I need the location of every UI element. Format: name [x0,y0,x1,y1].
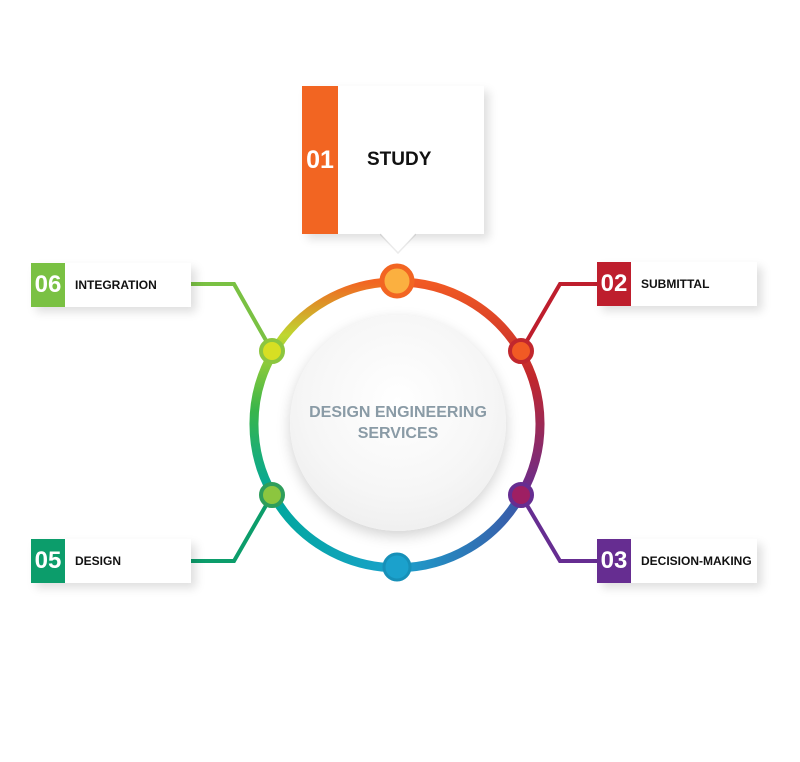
step-label-design: DESIGN [75,554,122,568]
step-card-integration: 06 INTEGRATION [31,263,191,307]
step-card-submittal: 02 SUBMITTAL [597,262,757,306]
connector-decision [519,493,598,563]
step-card-decision-making: 03 DECISION-MAKING [597,539,757,583]
step-number-01: 01 [302,86,338,234]
step-number-05: 05 [31,539,65,583]
step-number-03: 03 [597,539,631,583]
connector-integration [190,282,274,352]
connector-design [190,494,274,563]
step-label-integration: INTEGRATION [75,278,157,292]
step-card-study: 01 STUDY [302,86,484,234]
step-label-decision-making: DECISION-MAKING [641,554,752,568]
step-label-submittal: SUBMITTAL [641,277,710,291]
step-card-pointer [380,233,416,255]
node-top [379,263,415,299]
node-upper-left [259,338,285,364]
node-bottom [382,552,412,582]
center-hub: DESIGN ENGINEERING SERVICES [290,315,506,531]
step-number-02: 02 [597,262,631,306]
node-upper-right [508,338,534,364]
step-card-design: 05 DESIGN [31,539,191,583]
connector-submittal [519,282,598,353]
node-lower-left [259,482,285,508]
step-number-06: 06 [31,263,65,307]
node-lower-right [508,482,534,508]
step-label-study: STUDY [367,149,432,170]
hub-title: DESIGN ENGINEERING SERVICES [309,404,487,442]
